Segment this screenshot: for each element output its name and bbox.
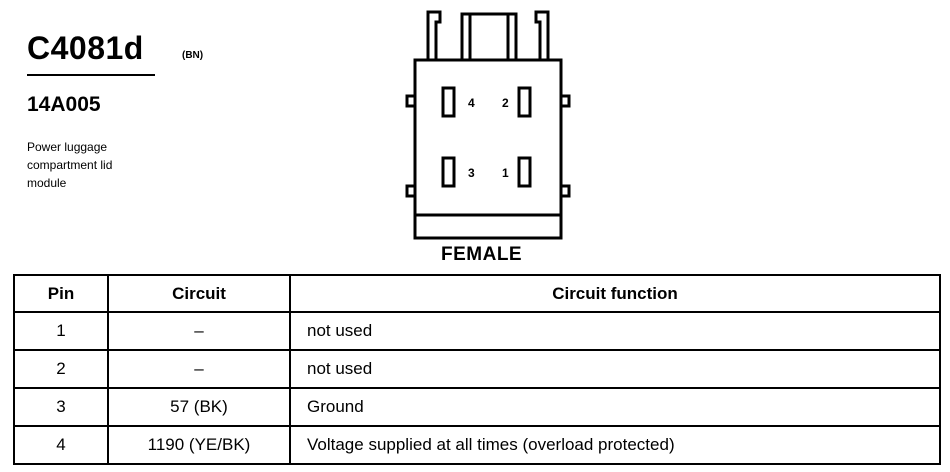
table-row: 1 – not used <box>13 311 941 351</box>
cell-function: not used <box>289 349 941 389</box>
pinout-table: Pin Circuit Circuit function 1 – not use… <box>13 274 941 465</box>
connector-face-diagram: 4 2 3 1 <box>405 10 571 240</box>
cell-circuit: – <box>107 311 291 351</box>
latch-left-arm <box>426 10 442 60</box>
table-row: 4 1190 (YE/BK) Voltage supplied at all t… <box>13 425 941 465</box>
pin-label-3: 3 <box>468 166 475 180</box>
pin-label-4: 4 <box>468 96 475 110</box>
header-circuit-function: Circuit function <box>289 274 941 313</box>
pin-label-2: 2 <box>502 96 509 110</box>
table-header-row: Pin Circuit Circuit function <box>13 274 941 313</box>
title-underline <box>27 74 155 76</box>
latch-right-arm <box>534 10 550 60</box>
cell-function: Ground <box>289 387 941 427</box>
cell-pin: 4 <box>13 425 109 465</box>
header-pin: Pin <box>13 274 109 313</box>
pin-label-1: 1 <box>502 166 509 180</box>
part-number: 14A005 <box>27 93 101 116</box>
cell-pin: 2 <box>13 349 109 389</box>
connector-id: C4081d <box>27 30 144 66</box>
pin-cavity-4 <box>441 86 456 118</box>
cell-circuit: 1190 (YE/BK) <box>107 425 291 465</box>
header-circuit: Circuit <box>107 274 291 313</box>
table-row: 2 – not used <box>13 349 941 389</box>
pin-cavity-3 <box>441 156 456 188</box>
cell-pin: 1 <box>13 311 109 351</box>
color-code: (BN) <box>182 50 204 61</box>
connector-body <box>413 58 563 240</box>
cell-function: not used <box>289 311 941 351</box>
view-label: FEMALE <box>441 244 523 265</box>
cell-function: Voltage supplied at all times (overload … <box>289 425 941 465</box>
cell-circuit: – <box>107 349 291 389</box>
cell-pin: 3 <box>13 387 109 427</box>
table-row: 3 57 (BK) Ground <box>13 387 941 427</box>
cell-circuit: 57 (BK) <box>107 387 291 427</box>
connector-description: Power luggage compartment lid module <box>27 140 113 190</box>
pin-cavity-2 <box>517 86 532 118</box>
pin-cavity-1 <box>517 156 532 188</box>
